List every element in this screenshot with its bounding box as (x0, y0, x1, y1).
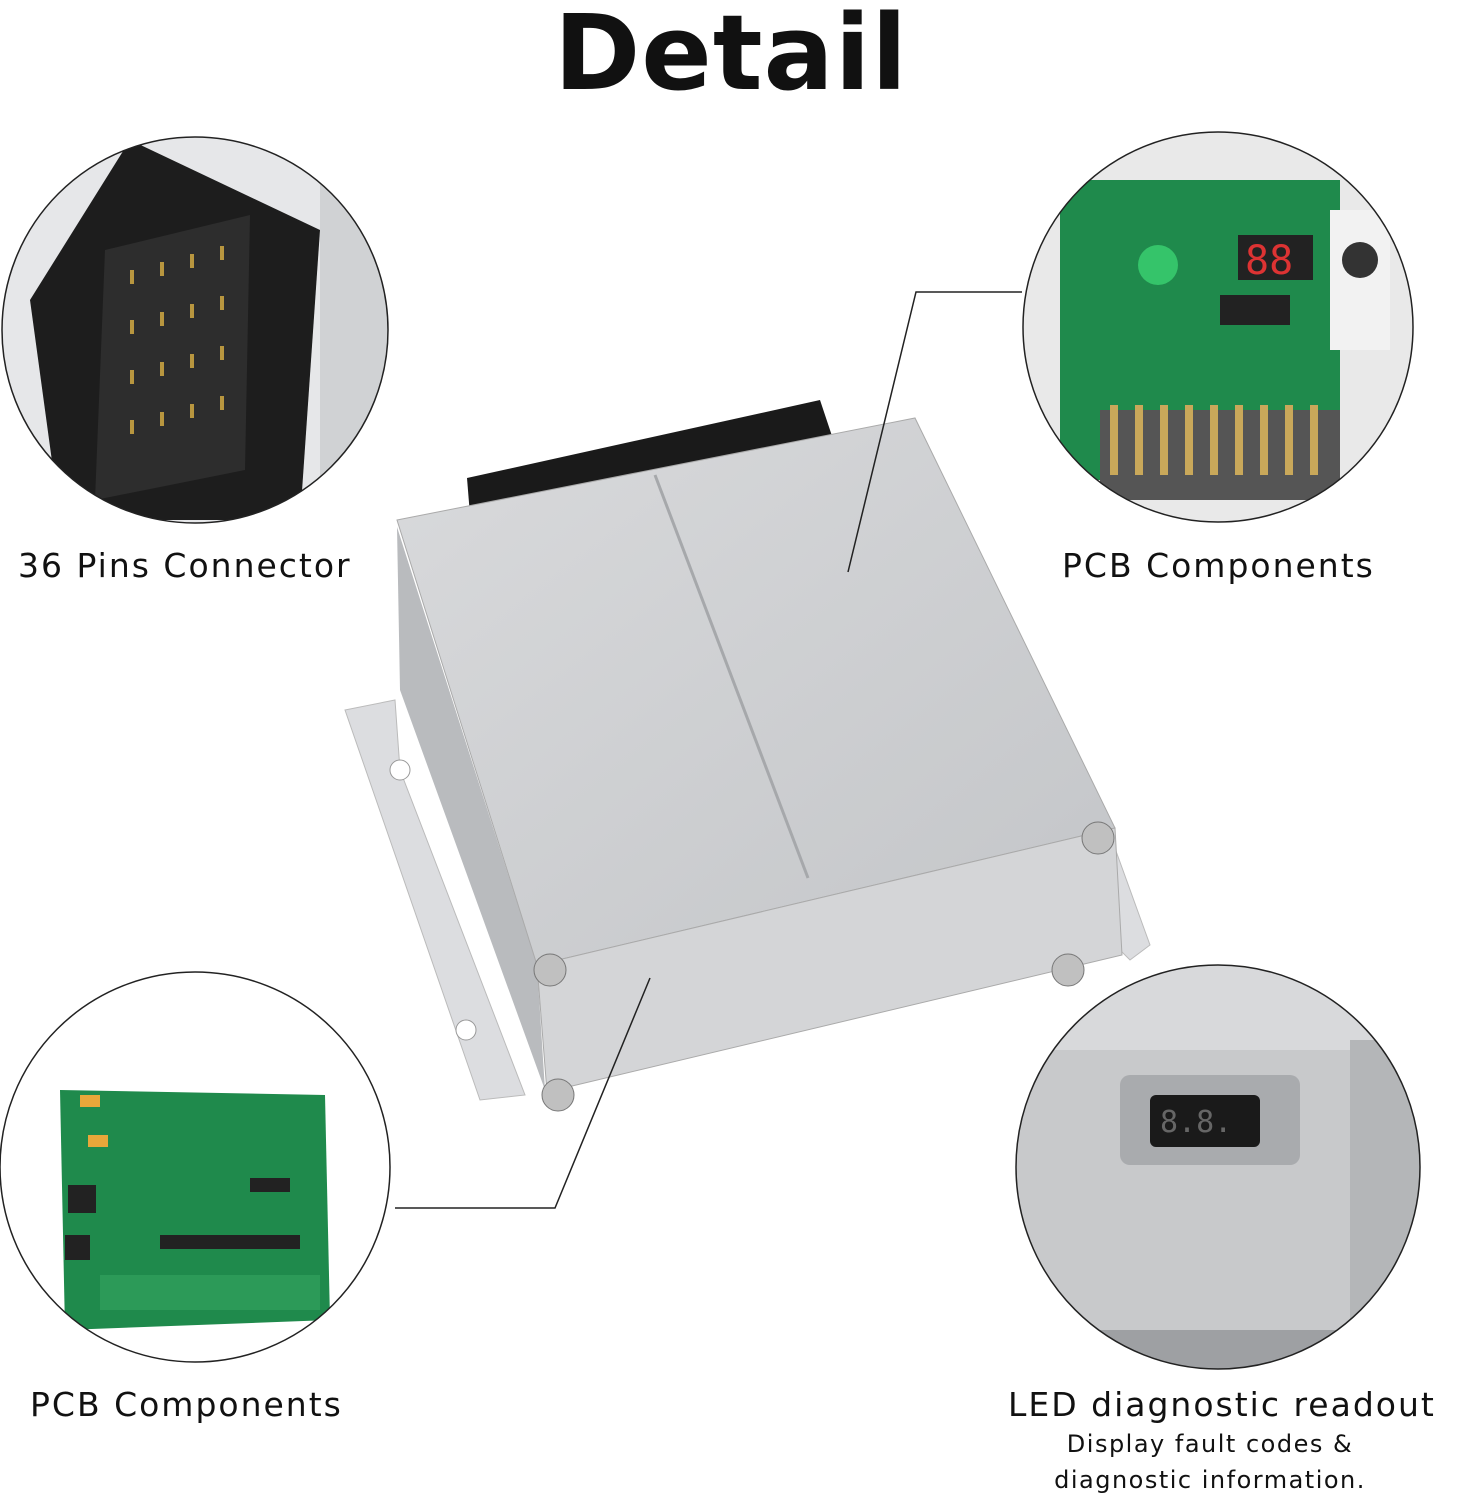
label-pcb-bottom: PCB Components (30, 1385, 343, 1424)
callout-circle-top-left (1, 136, 389, 524)
label-led-readout: LED diagnostic readout (1008, 1385, 1436, 1424)
label-connector: 36 Pins Connector (18, 546, 352, 585)
led-description-line2: diagnostic information. (1054, 1466, 1366, 1494)
pcb-top-detail-image: 88 (1023, 132, 1413, 522)
callout-circle-top-right (1022, 131, 1414, 523)
pcb-led-digits: 88 (1245, 238, 1293, 284)
callout-circle-bottom-left (0, 971, 391, 1363)
connector-detail-image (2, 137, 388, 523)
label-pcb-top: PCB Components (1062, 546, 1375, 585)
leader-line-top-right (847, 291, 1022, 573)
led-description-line1: Display fault codes & (1066, 1430, 1354, 1458)
led-readout-detail-image: 8.8. (1016, 965, 1420, 1369)
callout-circle-bottom-right (1015, 964, 1421, 1370)
page-title: Detail (553, 0, 909, 114)
ecu-device-image (344, 400, 1151, 1112)
led-digits: 8.8. (1160, 1105, 1232, 1140)
pcb-bottom-detail-image (0, 972, 390, 1362)
leader-line-bottom-left (395, 977, 651, 1209)
